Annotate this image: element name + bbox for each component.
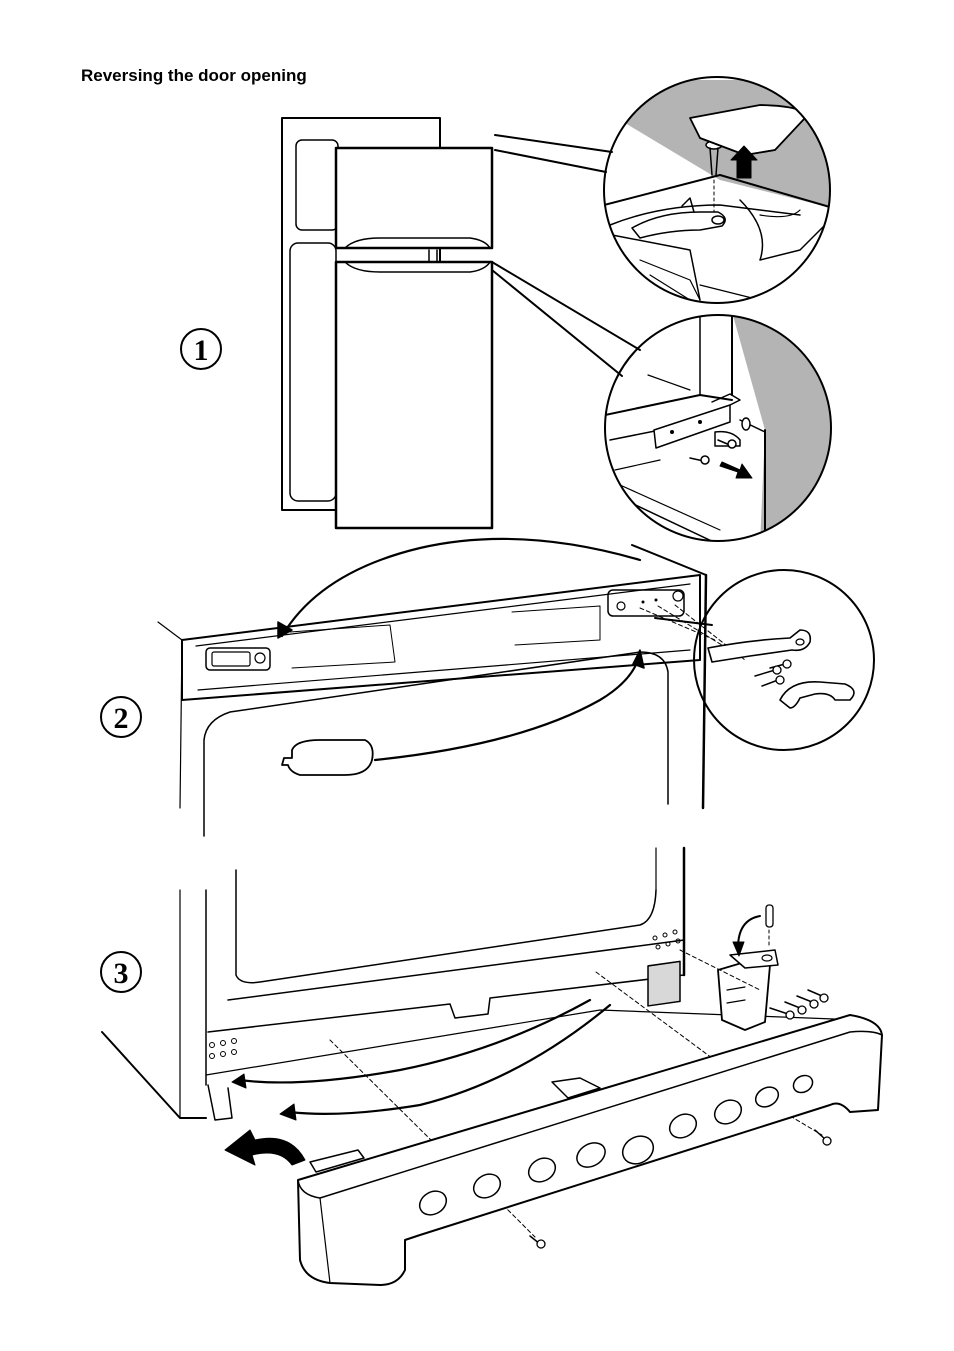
step-3-figure: 3 [101, 848, 882, 1285]
hinge-bracket-detail [694, 570, 874, 750]
step-2-number: 2 [114, 702, 129, 735]
step-3-badge: 3 [101, 952, 141, 992]
kick-plate [298, 1015, 882, 1285]
step-3-number: 3 [114, 957, 129, 990]
bracket-screws [770, 990, 828, 1019]
step-1-badge: 1 [181, 329, 221, 369]
mounting-holes-left [210, 1039, 237, 1059]
step-1-number: 1 [194, 334, 209, 367]
mounting-holes-right [653, 930, 680, 949]
middle-hinge-detail [605, 312, 840, 545]
step-1-figure: 1 [181, 77, 840, 545]
top-hinge-detail [600, 77, 840, 303]
step-2-figure: 2 [101, 539, 874, 836]
step-2-badge: 2 [101, 697, 141, 737]
